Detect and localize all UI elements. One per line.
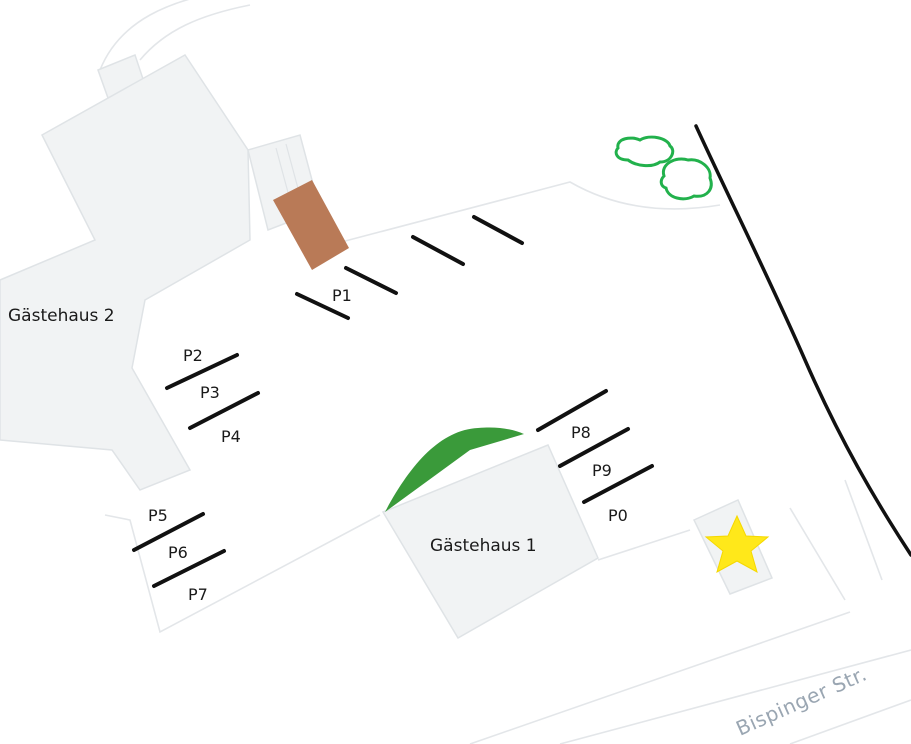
road-edge-right-1: [789, 507, 846, 601]
label-p9: P9: [592, 461, 612, 480]
parking-mark: [152, 549, 226, 588]
label-p5: P5: [148, 506, 168, 525]
parking-mark: [558, 427, 630, 468]
label-p8: P8: [571, 423, 591, 442]
tree-icon: [614, 135, 713, 201]
star-icon: [704, 514, 770, 574]
street-edge-lower: [559, 649, 911, 744]
building-gaestehaus-1: [381, 444, 599, 640]
access-road-inner: [139, 4, 251, 61]
label-p4: P4: [221, 427, 241, 446]
side-road-edge: [597, 529, 691, 561]
parking-mark: [411, 235, 465, 266]
parking-mark: [165, 353, 239, 390]
label-p1: P1: [332, 286, 352, 305]
label-p7: P7: [188, 585, 208, 604]
road-boundary-line: [694, 124, 911, 557]
parking-mark: [472, 215, 524, 245]
entrance-marker: [273, 180, 349, 270]
parking-lot-edge-left: [104, 514, 381, 634]
parking-mark: [132, 512, 205, 552]
access-road-outer: [99, 0, 190, 71]
label-gaestehaus-2: Gästehaus 2: [8, 306, 115, 326]
label-p3: P3: [200, 383, 220, 402]
parking-mark: [582, 464, 654, 504]
building-gaestehaus-2: [0, 54, 251, 491]
road-edge-right-2: [844, 479, 883, 581]
parking-mark: [536, 389, 608, 432]
label-p6: P6: [168, 543, 188, 562]
parking-mark: [344, 266, 398, 295]
label-gaestehaus-1: Gästehaus 1: [430, 536, 537, 556]
green-area: [385, 427, 524, 512]
parking-mark: [188, 391, 260, 430]
label-p0: P0: [608, 506, 628, 525]
street-edge-upper: [469, 611, 851, 744]
label-p2: P2: [183, 346, 203, 365]
street-label-bispinger: Bispinger Str.: [732, 661, 870, 740]
parking-lot-edge-top: [329, 181, 721, 246]
street-edge-far: [789, 699, 911, 744]
parking-mark: [295, 292, 350, 320]
